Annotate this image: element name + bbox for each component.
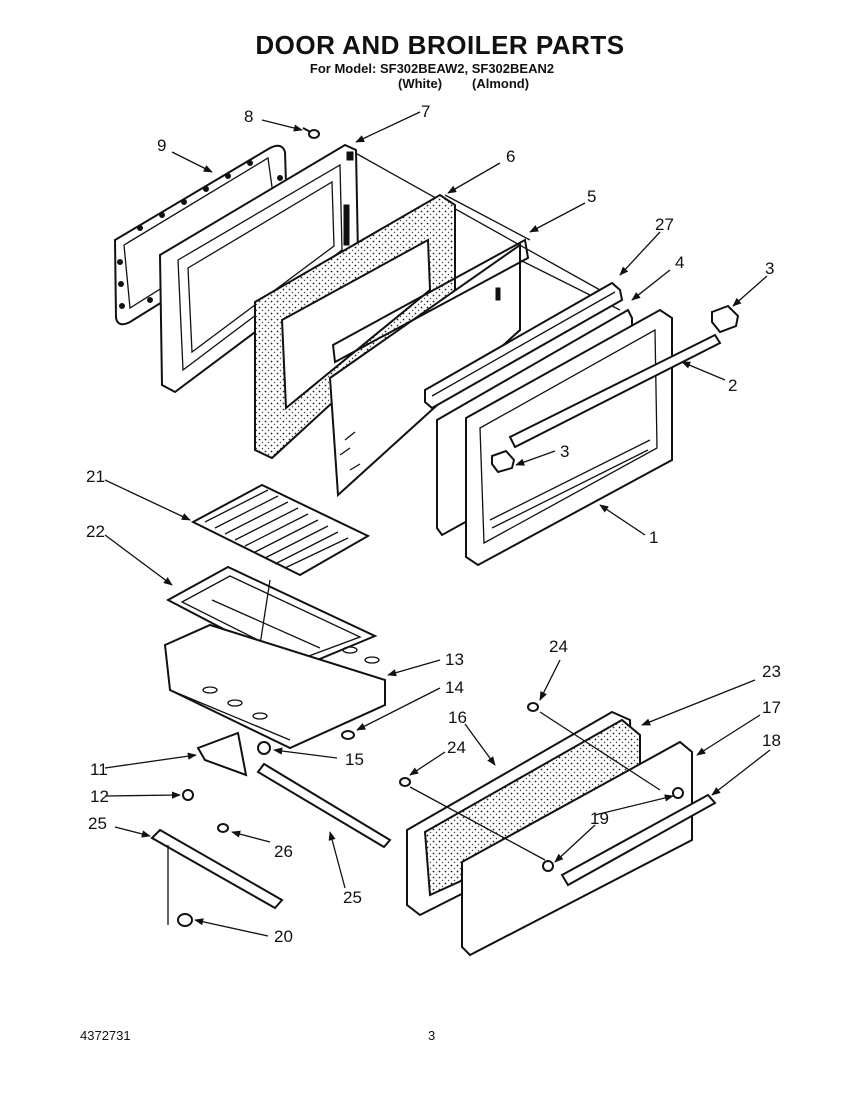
callout-6: 6 <box>506 147 516 166</box>
callout-19: 19 <box>590 809 609 828</box>
model-line: For Model: SF302BEAW2, SF302BEAN2 <box>309 61 555 76</box>
callout-21: 21 <box>86 467 105 486</box>
callout-11: 11 <box>90 760 108 779</box>
door-handle-part-2 <box>508 333 722 449</box>
callout-7: 7 <box>421 102 431 121</box>
rail-part-25-left <box>150 828 284 910</box>
callout-4: 4 <box>675 253 685 272</box>
callout-20: 20 <box>274 927 293 946</box>
foot-part-20 <box>177 913 193 927</box>
callout-17: 17 <box>762 698 781 717</box>
bumper-part-12 <box>182 789 194 801</box>
callout-5: 5 <box>587 187 597 206</box>
screw-part-24-bottom <box>399 777 411 787</box>
page-title: DOOR AND BROILER PARTS <box>255 30 625 60</box>
broiler-grid-part-21 <box>190 483 371 577</box>
ring-part-15 <box>257 741 271 755</box>
callout-27: 27 <box>655 215 674 234</box>
color-white-label: (White) <box>398 76 443 91</box>
color-almond-label: (Almond) <box>472 76 530 91</box>
callout-3-lower: 3 <box>560 442 570 461</box>
bracket-part-11 <box>196 731 248 777</box>
callout-8: 8 <box>244 107 254 126</box>
callout-9: 9 <box>157 136 167 155</box>
trim-strip-part-27 <box>424 281 624 410</box>
callout-15: 15 <box>345 750 364 769</box>
callout-22: 22 <box>86 522 105 541</box>
callout-12: 12 <box>90 787 109 806</box>
screw-part-24-top <box>527 702 539 712</box>
door-liner-part-5 <box>328 238 530 498</box>
callout-25-left: 25 <box>88 814 107 833</box>
page-number: 3 <box>428 1028 436 1043</box>
callout-26: 26 <box>274 842 293 861</box>
rail-part-25-right <box>256 762 392 849</box>
drawer-handle-part-18 <box>560 793 717 887</box>
drawer-panel-part-17 <box>461 740 693 957</box>
callout-25-right: 25 <box>343 888 362 907</box>
fastener-part-19 <box>542 787 684 872</box>
callout-14: 14 <box>445 678 464 697</box>
callout-18: 18 <box>762 731 781 750</box>
callout-24-top: 24 <box>549 637 568 656</box>
broiler-pan-part-13 <box>163 623 386 750</box>
callout-13: 13 <box>445 650 464 669</box>
clip-part-14 <box>341 730 355 740</box>
callout-3-top: 3 <box>765 259 775 278</box>
screw-part-8 <box>302 127 320 139</box>
callout-16: 16 <box>448 708 467 727</box>
part-number: 4372731 <box>80 1028 131 1043</box>
callout-1: 1 <box>649 528 659 547</box>
callout-23: 23 <box>762 662 781 681</box>
handle-cap-part-3-top <box>711 304 740 334</box>
outer-door-panel-part-1 <box>465 308 673 567</box>
callout-24-bottom: 24 <box>447 738 466 757</box>
screw-part-26 <box>217 823 229 833</box>
handle-cap-part-3-lower <box>491 449 516 474</box>
callout-2: 2 <box>728 376 738 395</box>
leader-lines <box>104 111 771 937</box>
